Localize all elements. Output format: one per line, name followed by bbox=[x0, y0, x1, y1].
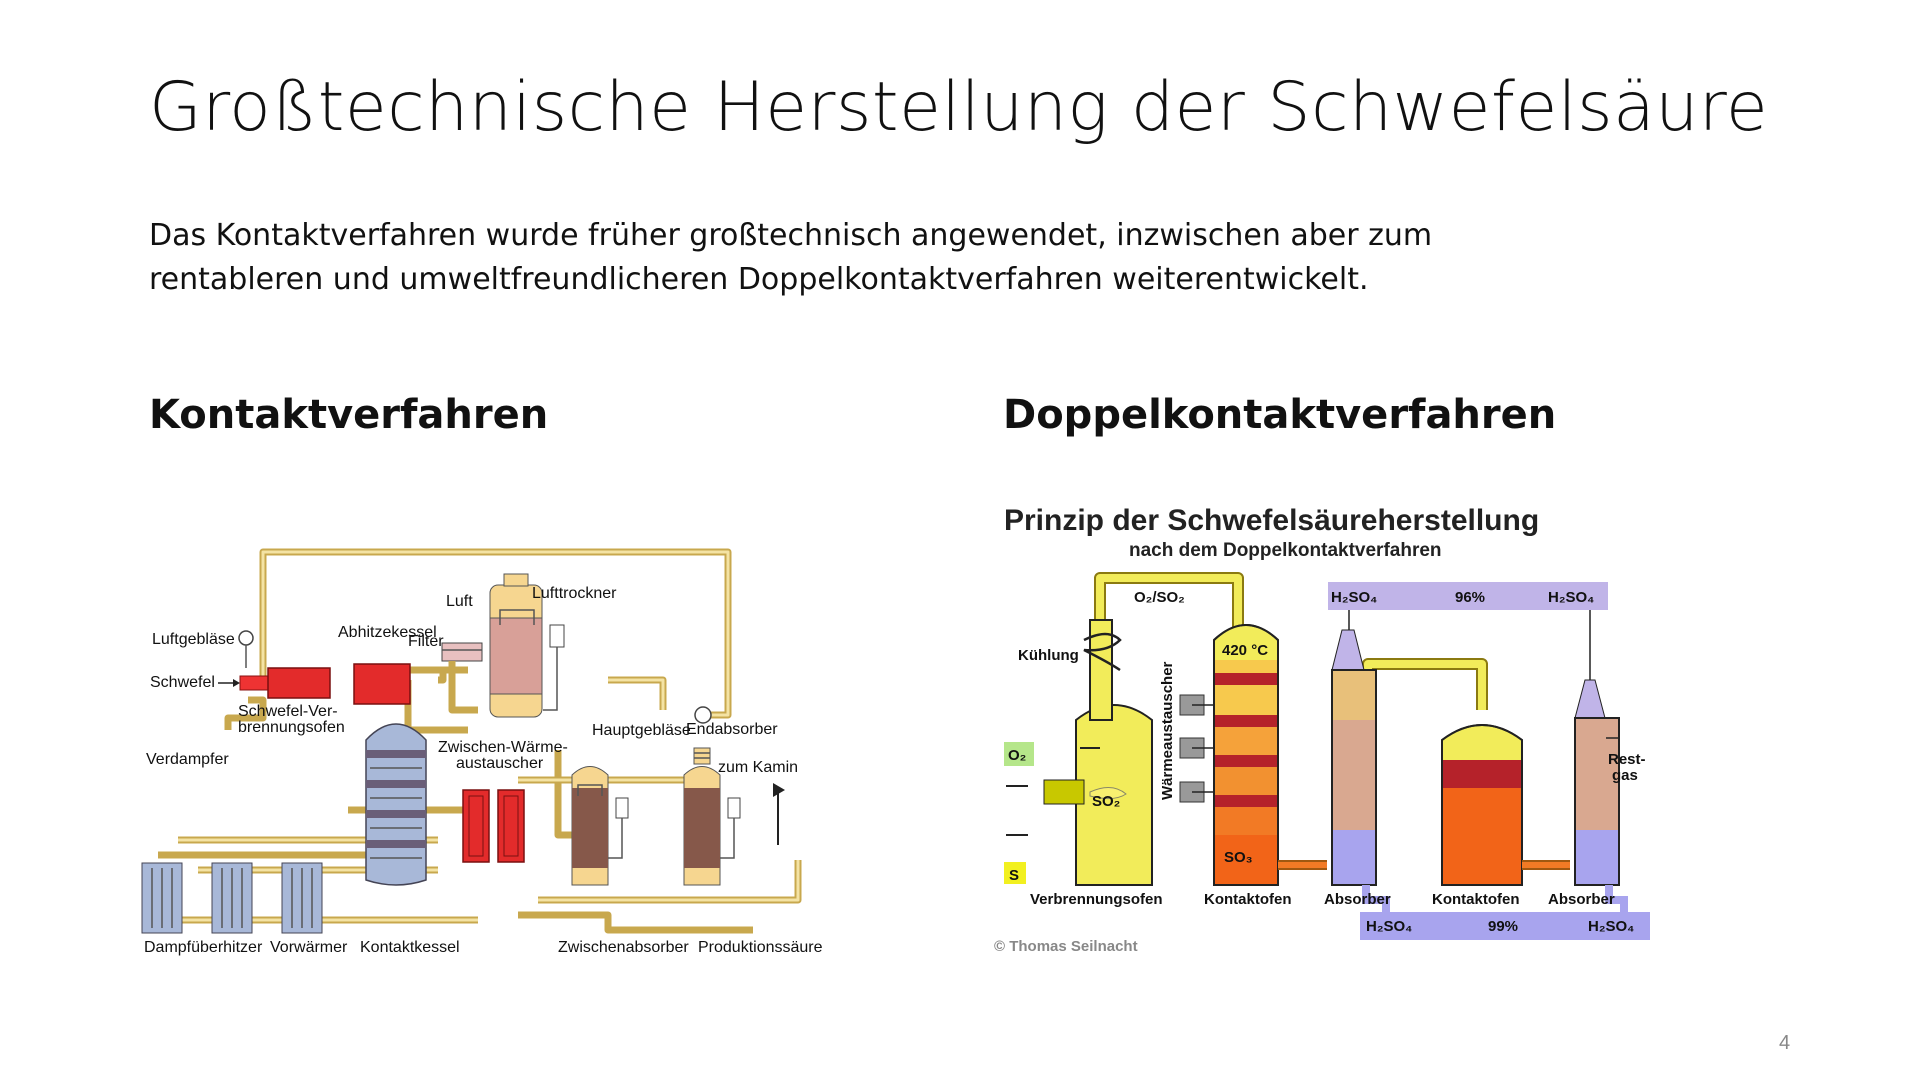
label-filter: Filter bbox=[408, 633, 444, 650]
intro-line-2: rentableren und umweltfreundlicheren Dop… bbox=[149, 262, 1369, 297]
label-kuehlung: Kühlung bbox=[1018, 647, 1079, 664]
heading-doppelkontaktverfahren: Doppelkontaktverfahren bbox=[1003, 392, 1557, 438]
label-endabsorber: Endabsorber bbox=[686, 721, 778, 738]
label-zum-kamin: zum Kamin bbox=[718, 759, 798, 776]
label-zw-waerme-1: Zwischen-Wärme- bbox=[438, 739, 568, 756]
label-verdampfer: Verdampfer bbox=[146, 751, 229, 768]
label-kontaktofen-1: Kontaktofen bbox=[1204, 891, 1292, 908]
label-produktionssaeure: Produktionssäure bbox=[698, 939, 823, 956]
label-kontaktofen-2: Kontaktofen bbox=[1432, 891, 1520, 908]
page-number: 4 bbox=[1779, 1032, 1791, 1054]
label-kontaktkessel: Kontaktkessel bbox=[360, 939, 460, 956]
label-lufttrockner: Lufttrockner bbox=[532, 585, 617, 602]
label-so3: SO₃ bbox=[1224, 849, 1253, 866]
heading-kontaktverfahren: Kontaktverfahren bbox=[149, 392, 549, 438]
kontaktverfahren-diagram: Luftgebläse Schwefel Abhitzekessel Luft … bbox=[141, 548, 823, 956]
label-abhitzekessel: Abhitzekessel bbox=[338, 624, 437, 641]
intro-text: Das Kontaktverfahren wurde früher großte… bbox=[149, 214, 1549, 302]
label-h2so4-bottom-right: H₂SO₄ bbox=[1588, 918, 1634, 935]
label-vorwaermer: Vorwärmer bbox=[270, 939, 348, 956]
label-o2so2: O₂/SO₂ bbox=[1134, 589, 1185, 606]
diagram-title: Prinzip der Schwefelsäureherstellung bbox=[1004, 504, 1539, 537]
label-96-percent: 96% bbox=[1455, 589, 1485, 606]
label-restgas-1: Rest- bbox=[1608, 751, 1646, 768]
label-absorber-2: Absorber bbox=[1548, 891, 1615, 908]
label-luft: Luft bbox=[446, 593, 473, 610]
label-zwischenabsorber: Zwischenabsorber bbox=[558, 939, 689, 956]
label-h2so4-top-right: H₂SO₄ bbox=[1548, 589, 1594, 606]
label-h2so4-top-left: H₂SO₄ bbox=[1331, 589, 1377, 606]
label-o2: O₂ bbox=[1008, 747, 1026, 764]
label-h2so4-bottom-left: H₂SO₄ bbox=[1366, 918, 1412, 935]
label-dampfueberhitzer: Dampfüberhitzer bbox=[144, 939, 263, 956]
label-waermeaustauscher: Wärmeaustauscher bbox=[1159, 661, 1176, 800]
label-schwefel: Schwefel bbox=[150, 674, 215, 691]
label-hauptgeblaese: Hauptgebläse bbox=[592, 722, 691, 739]
label-verbrennungsofen: Verbrennungsofen bbox=[1030, 891, 1163, 908]
doppelkontaktverfahren-diagram: Prinzip der Schwefelsäureherstellung nac… bbox=[994, 504, 1650, 955]
label-luftgeblaese: Luftgebläse bbox=[152, 631, 235, 648]
label-zw-waerme-2: austauscher bbox=[456, 755, 544, 772]
intro-line-1: Das Kontaktverfahren wurde früher großte… bbox=[149, 218, 1433, 253]
label-restgas-2: gas bbox=[1612, 767, 1638, 784]
diagram-subtitle: nach dem Doppelkontaktverfahren bbox=[1129, 540, 1442, 561]
label-verbrennungsofen-2: brennungsofen bbox=[238, 719, 345, 736]
copyright: © Thomas Seilnacht bbox=[994, 938, 1138, 955]
slide-title: Großtechnische Herstellung der Schwefels… bbox=[149, 68, 1769, 147]
label-so2: SO₂ bbox=[1092, 793, 1120, 810]
label-s: S bbox=[1009, 867, 1019, 884]
label-420c: 420 °C bbox=[1222, 642, 1268, 659]
label-verbrennungsofen-1: Schwefel-Ver- bbox=[238, 703, 338, 720]
label-absorber-1: Absorber bbox=[1324, 891, 1391, 908]
label-99-percent: 99% bbox=[1488, 918, 1518, 935]
